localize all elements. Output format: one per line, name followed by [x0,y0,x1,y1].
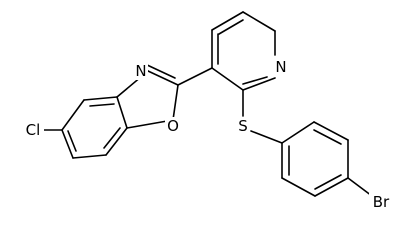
atom-chlorine: Cl [22,121,44,139]
atom-label-s: S [238,117,248,135]
chemical-structure-diagram: N O Cl N S Br [22,11,393,211]
atom-bromine: Br [369,193,393,211]
atom-nitrogen-pyridine: N [274,58,288,76]
atom-label-br: Br [373,193,390,211]
bond-lines [43,11,373,197]
atom-oxygen-oxazole: O [165,117,181,135]
atom-label-o-oxazole: O [167,117,179,135]
atom-sulfur: S [236,117,250,135]
atom-label-n-oxazole: N [135,62,146,80]
atom-label-n-pyridine: N [275,58,286,76]
atom-labels: N O Cl N S Br [22,58,393,211]
atom-nitrogen-oxazole: N [134,62,148,80]
atom-label-cl: Cl [26,121,41,139]
